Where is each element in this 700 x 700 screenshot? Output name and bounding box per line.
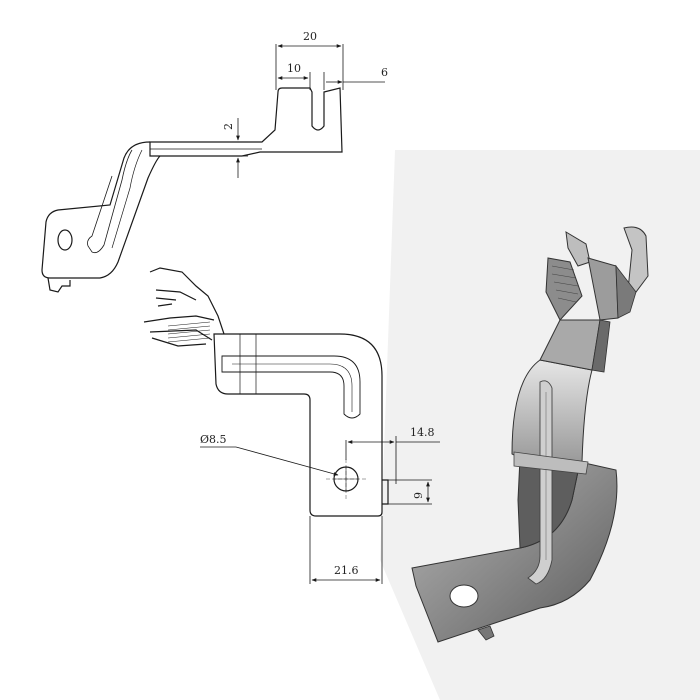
dim-top-tab: 6 (381, 66, 388, 79)
dim-top-slot: 10 (287, 62, 301, 75)
dim-hole-diameter: Ø8.5 (200, 433, 227, 446)
side-view-dimensions (232, 44, 385, 178)
front-view-dimensions (200, 436, 440, 584)
render-crimp-left (545, 257, 583, 321)
dim-top-width: 20 (303, 30, 317, 43)
render-hole (449, 584, 479, 608)
dim-lug-height: 6 (411, 492, 424, 499)
side-view-drawing (41, 87, 343, 293)
dim-hole-offset: 14.8 (410, 426, 435, 439)
isometric-render (411, 226, 649, 643)
dim-base-width: 21.6 (334, 564, 359, 577)
dim-thickness: 2 (222, 123, 235, 130)
front-view-drawing (143, 267, 389, 517)
